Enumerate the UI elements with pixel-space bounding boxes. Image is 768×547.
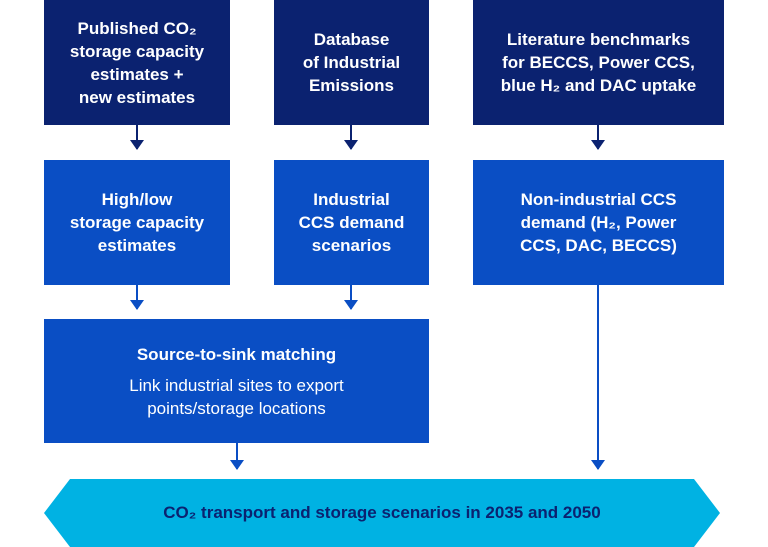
box-text-line: Literature benchmarks — [506, 30, 691, 49]
box-text-line: Database — [313, 30, 390, 49]
input-box-published-co2-storage: Published CO₂ storage capacity estimates… — [44, 0, 230, 125]
box-text-line: Industrial — [313, 190, 390, 209]
arrow-down-icon — [130, 125, 144, 150]
arrow-down-icon — [344, 285, 358, 310]
matching-title: Source-to-sink matching — [136, 344, 337, 364]
matching-description-line: Link industrial sites to export — [129, 375, 344, 395]
box-text-line: Non-industrial CCS — [520, 190, 677, 209]
arrow-down-icon — [591, 125, 605, 150]
box-text-line: Published CO₂ — [77, 18, 197, 38]
box-text-line: blue H₂ and DAC uptake — [500, 76, 697, 95]
box-text-line: scenarios — [311, 236, 392, 255]
box-text-line: CCS, DAC, BECCS) — [520, 236, 677, 255]
input-box-literature-benchmarks: Literature benchmarks for BECCS, Power C… — [473, 0, 724, 125]
matching-description-line: points/storage locations — [147, 398, 326, 418]
box-text-line: estimates + — [90, 64, 184, 84]
box-text-line: storage capacity — [69, 41, 205, 61]
arrow-down-icon — [344, 125, 358, 150]
box-text-line: for BECCS, Power CCS, — [502, 53, 695, 72]
input-box-industrial-emissions-database: Database of Industrial Emissions — [274, 0, 429, 125]
arrow-down-icon — [230, 443, 244, 470]
process-box-industrial-ccs-demand: Industrial CCS demand scenarios — [274, 160, 429, 285]
box-text-line: CCS demand — [298, 213, 405, 232]
process-box-source-to-sink-matching: Source-to-sink matching Link industrial … — [44, 319, 429, 443]
box-text-line: Emissions — [308, 76, 395, 95]
output-banner-co2-transport-storage-scenarios: CO₂ transport and storage scenarios in 2… — [44, 479, 720, 547]
box-text-line: new estimates — [78, 87, 196, 107]
box-text-line: demand (H₂, Power — [520, 213, 677, 232]
arrow-down-icon — [591, 285, 605, 470]
process-box-non-industrial-ccs-demand: Non-industrial CCS demand (H₂, Power CCS… — [473, 160, 724, 285]
box-text-line: storage capacity — [69, 213, 205, 232]
box-text-line: of Industrial — [302, 53, 401, 72]
box-text-line: High/low — [101, 190, 173, 209]
output-banner-label: CO₂ transport and storage scenarios in 2… — [163, 503, 601, 522]
process-box-storage-capacity-estimates: High/low storage capacity estimates — [44, 160, 230, 285]
box-text-line: estimates — [97, 236, 177, 255]
arrow-down-icon — [130, 285, 144, 310]
